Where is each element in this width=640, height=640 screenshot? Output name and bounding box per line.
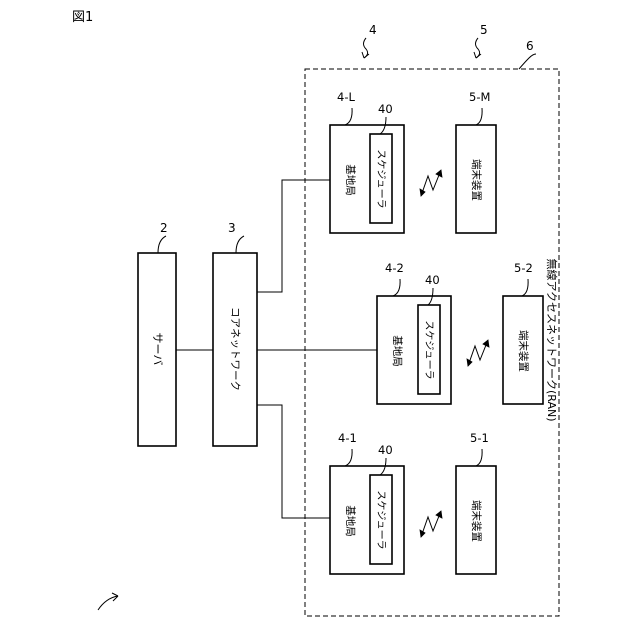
system-ref-arrow [98,596,118,610]
ran-ref-leader [519,54,536,69]
base-station-L-ref: 4-L [337,90,355,104]
wireless-link-L-icon [420,170,442,196]
base-station-1-label: 基地局 [344,505,357,537]
wireless-link-2-icon [467,340,489,366]
scheduler-2-ref: 40 [425,273,440,287]
base-station-1-ref: 4-1 [338,431,357,445]
base-station-2-ref-leader [393,279,400,296]
scheduler-2-label: スケジューラ [423,320,435,379]
core-bs-1-link [257,405,330,518]
base-station-L-label: 基地局 [344,164,357,196]
terminal-1-ref: 5-1 [470,431,489,445]
terminal-1-label: 端末装置 [470,500,483,542]
scheduler-L-ref: 40 [378,102,393,116]
term-group-ref: 5 [480,23,488,37]
ran-ref: 6 [526,39,534,53]
terminal-2-ref: 5-2 [514,261,533,275]
server-ref: 2 [160,221,168,235]
core-network-label: コアネットワーク [229,307,241,391]
base-station-2: 基地局 スケジューラ 4-2 40 [377,261,451,404]
terminal-2-ref-leader [522,279,528,296]
base-station-L-ref-leader [345,108,352,125]
wireless-link-1-icon [420,511,442,537]
terminal-1-ref-leader [476,449,482,466]
figure-label: 図1 [72,10,93,25]
base-station-1-box [330,466,404,574]
base-station-2-ref: 4-2 [385,261,404,275]
core-ref-leader [236,236,244,253]
bs-group-ref: 4 [369,23,377,37]
scheduler-L-label: スケジューラ [375,149,387,208]
server-label: サーバ [151,333,164,366]
terminal-2: 端末装置 5-2 [503,261,543,404]
terminal-2-label: 端末装置 [517,330,530,372]
base-station-2-label: 基地局 [391,335,404,367]
core-ref: 3 [228,221,236,235]
terminal-1: 端末装置 5-1 [456,431,496,574]
ran-label: 無線アクセスネットワーク(RAN) [545,259,559,422]
base-station-L: 基地局 スケジューラ 4-L 40 [330,90,404,233]
scheduler-1-ref: 40 [378,443,393,457]
terminal-M: 端末装置 5-M [456,90,496,233]
scheduler-1-label: スケジューラ [375,490,387,549]
terminal-M-label: 端末装置 [470,159,483,201]
base-station-1: 基地局 スケジューラ 4-1 40 [330,431,404,574]
core-bs-L-link [257,180,330,292]
terminal-M-ref-leader [476,108,482,125]
terminal-M-ref: 5-M [469,90,490,104]
server-ref-leader [158,236,166,253]
base-station-L-box [330,125,404,233]
base-station-1-ref-leader [345,449,352,466]
